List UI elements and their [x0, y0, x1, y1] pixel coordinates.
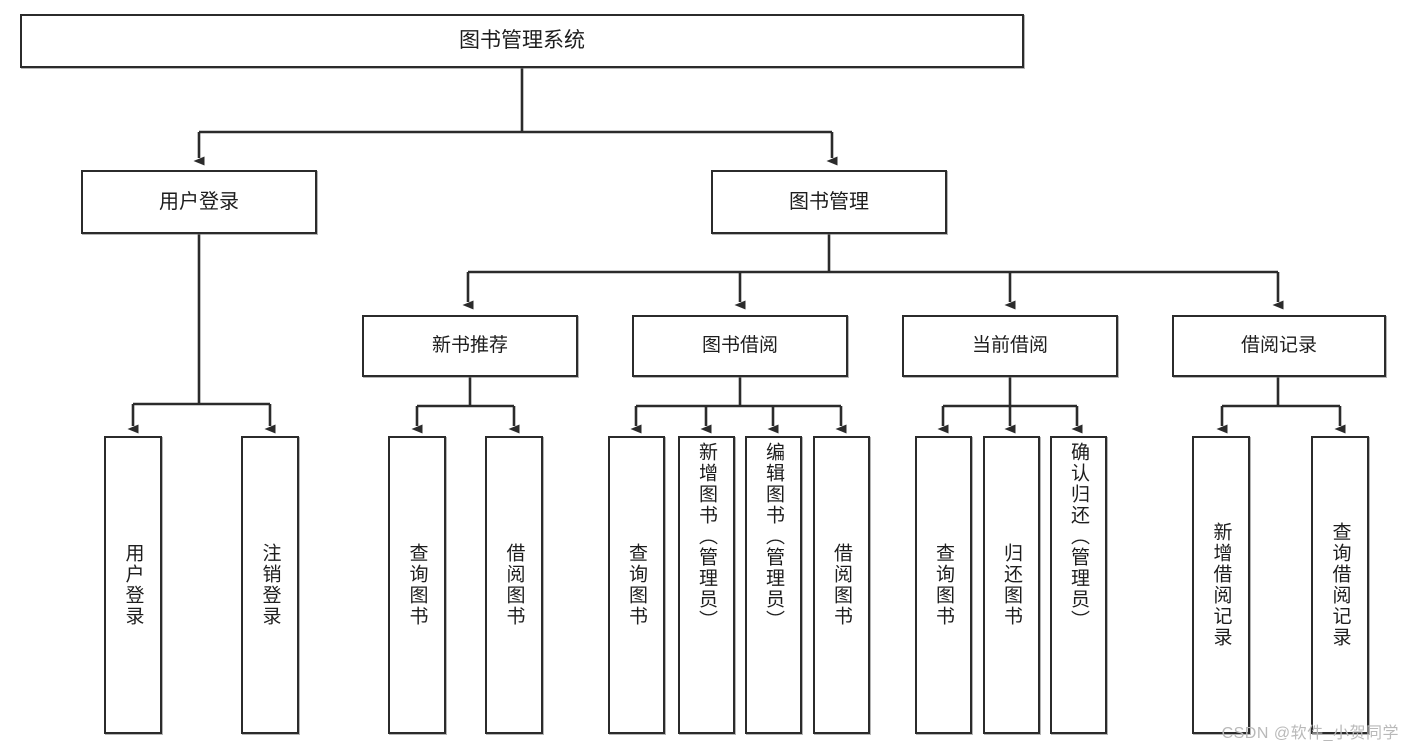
node-user-login[interactable]: 用户登录 [81, 170, 317, 234]
leaf-add-record[interactable]: 新增借阅记录 [1192, 436, 1250, 734]
leaf-borrow-book-1[interactable]: 借阅图书 [485, 436, 543, 734]
leaf-confirm-return-inner: 确认归还（管理员） [1052, 438, 1105, 736]
leaf-query-record[interactable]: 查询借阅记录 [1311, 436, 1369, 734]
leaf-confirm-return[interactable]: 确认归还（管理员） [1050, 436, 1107, 734]
leaf-user-login-label: 用户登录 [122, 543, 144, 627]
node-root-label: 图书管理系统 [459, 28, 585, 52]
leaf-query-book-1-inner: 查询图书 [390, 438, 444, 732]
leaf-query-book-3-label: 查询图书 [933, 543, 954, 627]
node-current-borrow[interactable]: 当前借阅 [902, 315, 1118, 377]
node-borrow-record[interactable]: 借阅记录 [1172, 315, 1386, 377]
leaf-borrow-book-2-label: 借阅图书 [831, 543, 852, 627]
leaf-query-book-1[interactable]: 查询图书 [388, 436, 446, 734]
leaf-add-book-inner: 新增图书（管理员） [680, 438, 733, 736]
leaf-borrow-book-2[interactable]: 借阅图书 [813, 436, 870, 734]
leaf-query-book-3-inner: 查询图书 [917, 438, 970, 732]
leaf-add-book-label: 新增图书（管理员） [696, 442, 717, 631]
leaf-logout-inner: 注销登录 [243, 438, 297, 732]
leaf-query-book-3[interactable]: 查询图书 [915, 436, 972, 734]
watermark-text: CSDN @软件_小贺同学 [1221, 725, 1399, 742]
node-book-borrow[interactable]: 图书借阅 [632, 315, 848, 377]
node-root[interactable]: 图书管理系统 [20, 14, 1024, 68]
leaf-user-login-inner: 用户登录 [106, 438, 160, 732]
leaf-edit-book-inner: 编辑图书（管理员） [747, 438, 800, 736]
leaf-query-book-2[interactable]: 查询图书 [608, 436, 665, 734]
leaf-edit-book[interactable]: 编辑图书（管理员） [745, 436, 802, 734]
leaf-logout-label: 注销登录 [259, 543, 281, 627]
leaf-query-record-label: 查询借阅记录 [1329, 522, 1351, 648]
leaf-query-record-inner: 查询借阅记录 [1313, 438, 1367, 732]
node-book-borrow-label: 图书借阅 [701, 335, 778, 357]
node-borrow-record-label: 借阅记录 [1240, 335, 1317, 357]
node-book-manage[interactable]: 图书管理 [711, 170, 947, 234]
node-current-borrow-label: 当前借阅 [971, 335, 1048, 357]
leaf-borrow-book-2-inner: 借阅图书 [815, 438, 868, 732]
node-new-book-rec[interactable]: 新书推荐 [362, 315, 578, 377]
leaf-return-book[interactable]: 归还图书 [983, 436, 1040, 734]
leaf-confirm-return-label: 确认归还（管理员） [1068, 442, 1089, 631]
leaf-return-book-label: 归还图书 [1001, 543, 1022, 627]
leaf-query-book-1-label: 查询图书 [406, 543, 428, 627]
leaf-return-book-inner: 归还图书 [985, 438, 1038, 732]
leaf-add-book[interactable]: 新增图书（管理员） [678, 436, 735, 734]
node-new-book-rec-label: 新书推荐 [431, 335, 508, 357]
leaf-borrow-book-1-inner: 借阅图书 [487, 438, 541, 732]
node-user-login-label: 用户登录 [159, 190, 239, 213]
leaf-edit-book-label: 编辑图书（管理员） [763, 442, 784, 631]
leaf-query-book-2-label: 查询图书 [626, 543, 647, 627]
leaf-logout[interactable]: 注销登录 [241, 436, 299, 734]
leaf-user-login[interactable]: 用户登录 [104, 436, 162, 734]
leaf-add-record-inner: 新增借阅记录 [1194, 438, 1248, 732]
leaf-add-record-label: 新增借阅记录 [1210, 522, 1232, 648]
leaf-borrow-book-1-label: 借阅图书 [503, 543, 525, 627]
leaf-query-book-2-inner: 查询图书 [610, 438, 663, 732]
node-book-manage-label: 图书管理 [789, 190, 869, 213]
